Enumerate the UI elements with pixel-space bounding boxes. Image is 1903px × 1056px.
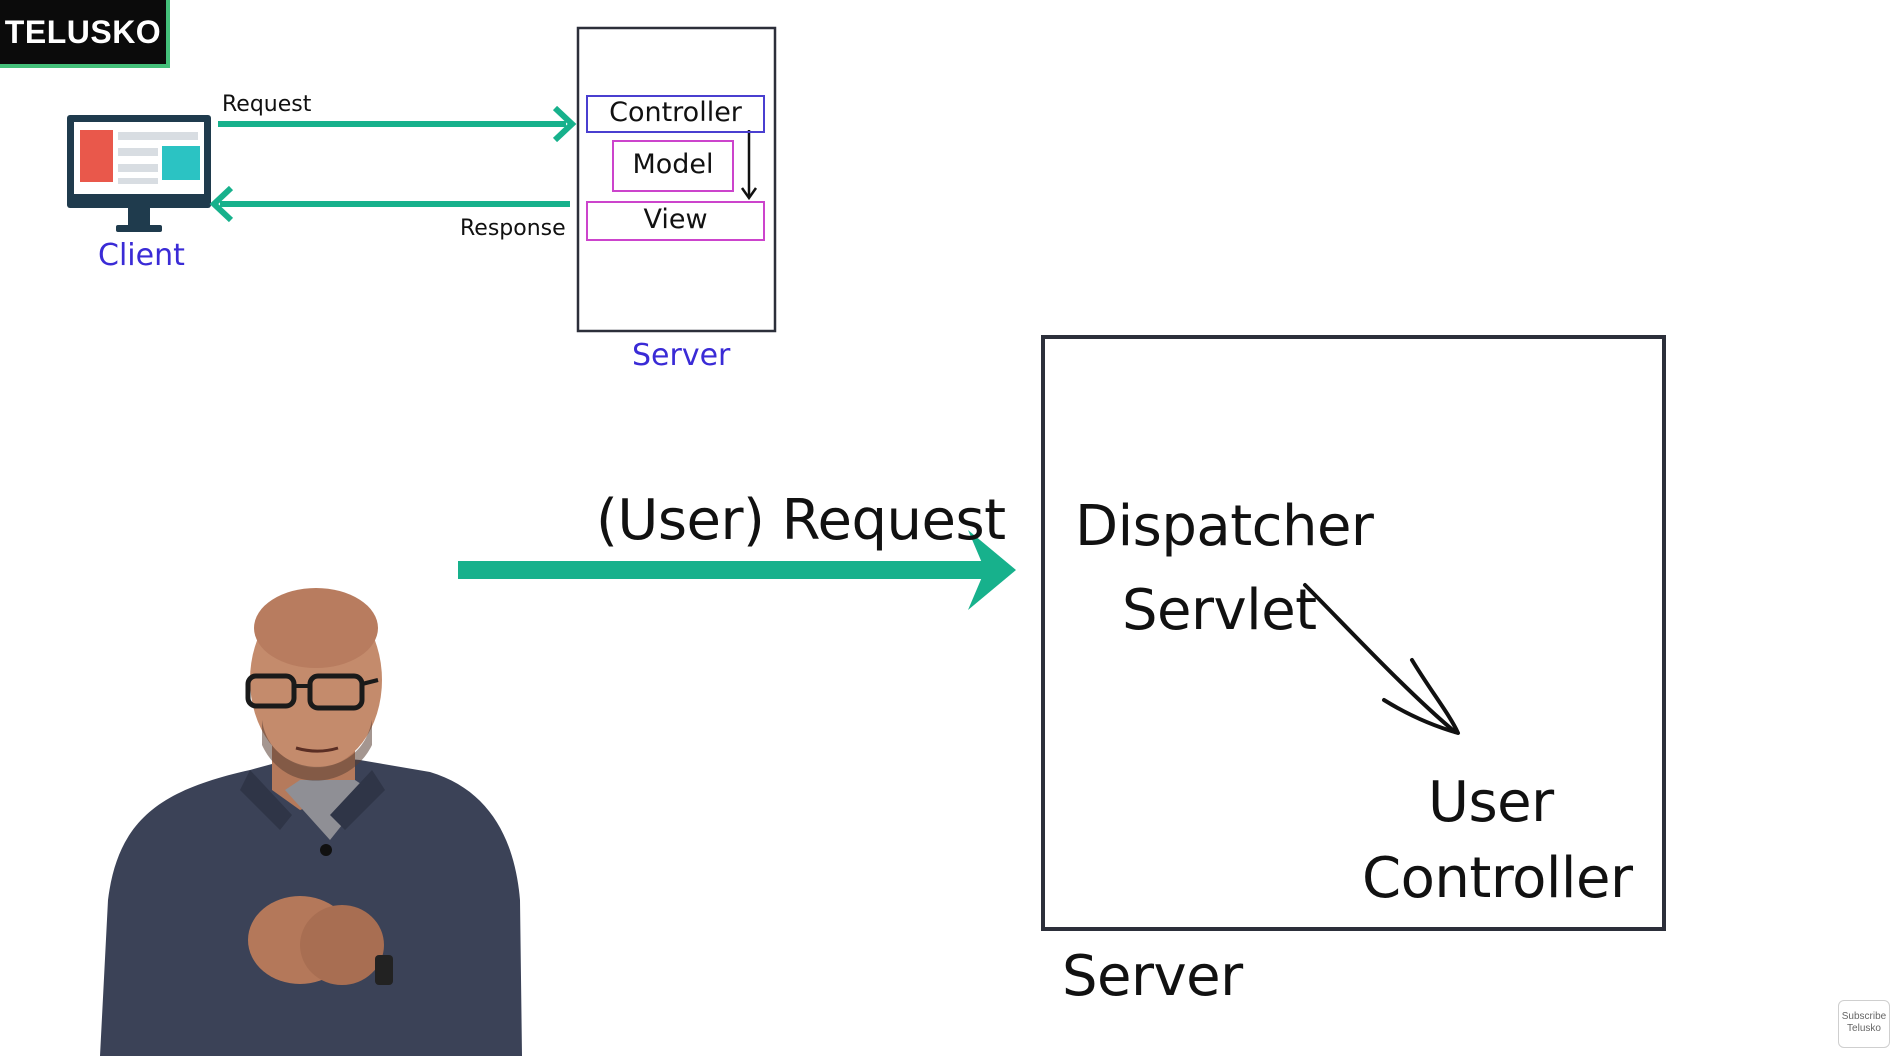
request-arrow bbox=[218, 105, 577, 143]
server-label-small: Server bbox=[632, 338, 731, 373]
model-box: Model bbox=[612, 140, 734, 192]
request-label: Request bbox=[222, 92, 312, 117]
dispatcher-to-controller-arrow bbox=[1303, 583, 1460, 735]
controller-box: Controller bbox=[586, 95, 765, 133]
server-box-small bbox=[576, 26, 777, 333]
servlet-label: Servlet bbox=[1122, 578, 1317, 643]
presenter-photo bbox=[100, 588, 522, 1056]
response-arrow bbox=[209, 185, 570, 223]
response-label: Response bbox=[460, 216, 566, 241]
view-box: View bbox=[586, 201, 765, 241]
controller-to-view-arrow bbox=[740, 130, 758, 201]
telusko-logo: TELUSKO bbox=[0, 0, 170, 68]
user-request-label: (User) Request bbox=[596, 488, 1006, 553]
server-box-large bbox=[1041, 335, 1666, 931]
controller-label: Controller bbox=[1362, 846, 1633, 911]
monitor-icon bbox=[67, 115, 211, 232]
user-request-arrow bbox=[458, 530, 1016, 610]
subscribe-line2: Telusko bbox=[1847, 1023, 1881, 1034]
client-label: Client bbox=[98, 238, 185, 273]
subscribe-watermark[interactable]: Subscribe Telusko bbox=[1838, 1000, 1890, 1048]
dispatcher-label: Dispatcher bbox=[1075, 494, 1374, 559]
user-label: User bbox=[1428, 770, 1554, 835]
subscribe-line1: Subscribe bbox=[1841, 1011, 1887, 1022]
server-label-large: Server bbox=[1062, 944, 1243, 1009]
